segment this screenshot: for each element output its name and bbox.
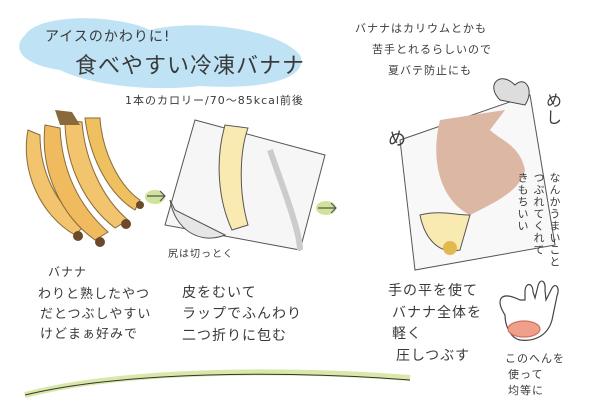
note-line: 夏バテ防止にも <box>388 64 472 77</box>
step1-line: わりと熟したやつ <box>38 287 151 302</box>
step3-line: バナナ全体を <box>392 305 482 321</box>
palm-note-line: 均等に <box>508 384 544 397</box>
title-subtitle: アイスのかわりに! <box>45 29 171 45</box>
step3-line: 手の平を使て <box>388 283 478 299</box>
arrow-icon <box>316 201 337 215</box>
palm-note-line: このへんを <box>505 352 565 365</box>
wrapped-banana-icon <box>164 119 326 251</box>
palm-hand-icon <box>499 280 559 341</box>
divider-line <box>24 369 411 398</box>
arrow-icon <box>145 190 166 204</box>
step1-heading: バナナ <box>48 265 88 279</box>
side-note: なんかうまいこと つぶれてくれて きもちいい <box>515 172 561 268</box>
step3-line: 圧しつぶす <box>396 348 471 364</box>
step2-line: 皮をむいて <box>182 285 257 301</box>
palm-note-line: 使って <box>508 368 544 381</box>
step2-line: ラップでふんわり <box>182 306 302 322</box>
sfx-left: め <box>388 129 407 150</box>
side-note-line: つぶれてくれて <box>532 172 545 256</box>
title-cloud <box>19 18 302 89</box>
hand-pressing-icon <box>399 78 556 271</box>
sfx-right: めし <box>543 92 562 126</box>
step1-line: だとつぶしやすい <box>40 307 152 322</box>
calorie-note: 1本のカロリー/70〜85kcal前後 <box>125 94 304 107</box>
page-title: 食べやすい冷凍バナナ <box>75 54 306 79</box>
side-note-line: なんかうまいこと <box>548 172 561 268</box>
step1-line: けどまぁ好みで <box>40 327 139 342</box>
step2-line: 二つ折りに包む <box>182 328 287 344</box>
note-line: 苦手とれるらしいので <box>372 43 492 56</box>
banana-bunch-icon <box>25 110 144 247</box>
step2-caption: 尻は切っとく <box>168 249 234 260</box>
note-line: バナナはカリウムとかも <box>355 22 487 35</box>
step3-line: 軽く <box>392 326 422 342</box>
side-note-line: きもちいい <box>516 172 529 232</box>
